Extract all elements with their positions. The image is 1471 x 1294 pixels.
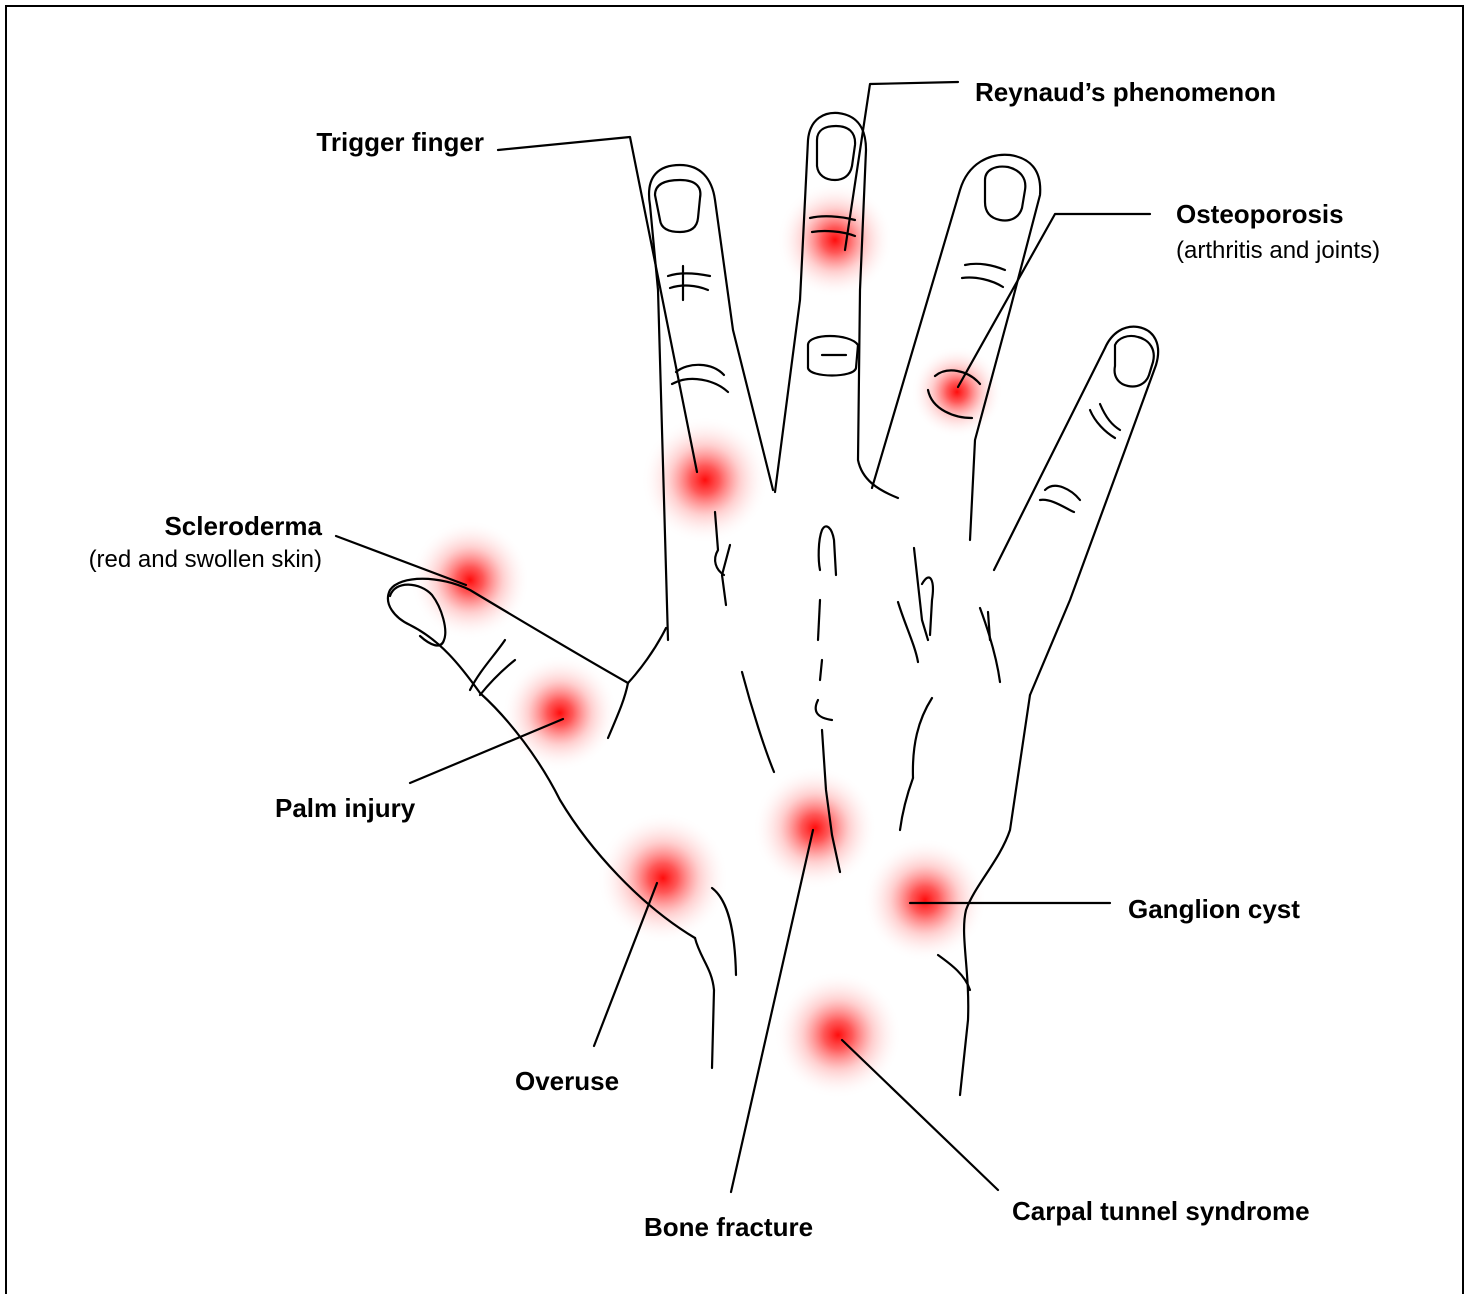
label-trigger-finger: Trigger finger (316, 127, 484, 157)
spot-bone-fracture (753, 766, 877, 890)
label-overuse: Overuse (515, 1066, 619, 1096)
spot-trigger-finger (641, 416, 769, 544)
spot-scleroderma (410, 520, 530, 640)
label-reynauds: Reynaud’s phenomenon (975, 77, 1276, 107)
spot-palm-injury (502, 655, 618, 771)
label-ganglion-cyst: Ganglion cyst (1128, 894, 1300, 924)
label-palm-injury: Palm injury (275, 793, 416, 823)
spot-osteoporosis (911, 346, 1003, 438)
label-bone-fracture: Bone fracture (644, 1212, 813, 1242)
spot-overuse (597, 812, 729, 944)
label-scleroderma-sub: (red and swollen skin) (89, 546, 322, 573)
label-osteoporosis: Osteoporosis (1176, 199, 1344, 229)
spot-ganglion-cyst (863, 838, 987, 962)
spot-reynauds (777, 182, 893, 298)
label-scleroderma: Scleroderma (164, 511, 322, 541)
label-carpal-tunnel: Carpal tunnel syndrome (1012, 1196, 1310, 1226)
label-osteoporosis-sub: (arthritis and joints) (1176, 237, 1380, 264)
